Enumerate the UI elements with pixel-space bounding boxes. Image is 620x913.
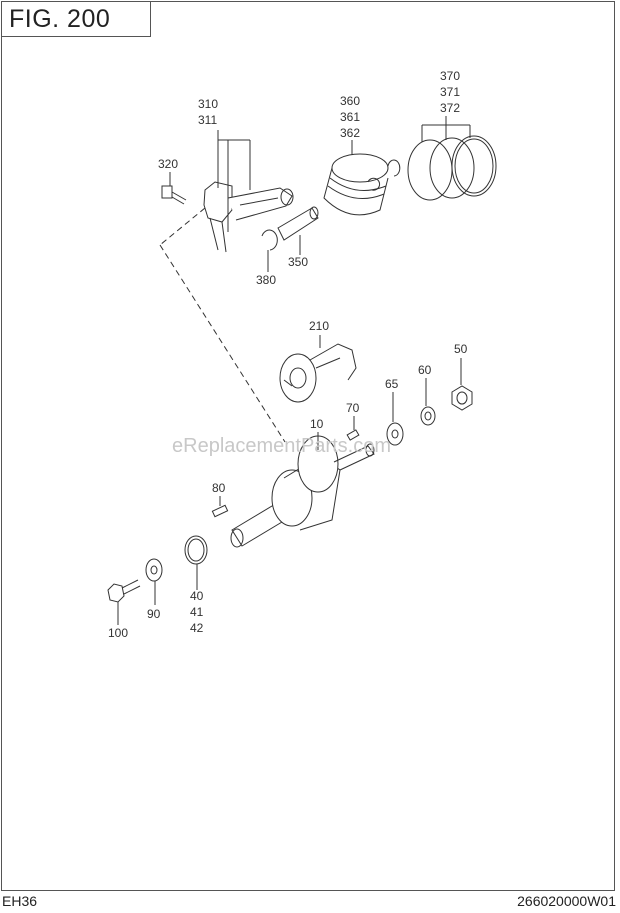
- callout-10: 10: [310, 417, 324, 431]
- callout-320: 320: [158, 157, 178, 171]
- assembly-line: [159, 244, 286, 443]
- connecting-rod-part[interactable]: [203, 181, 294, 253]
- drawing-number: 266020000W01: [517, 893, 616, 909]
- callout-41: 41: [190, 605, 204, 619]
- piston-pin-part[interactable]: [277, 206, 319, 241]
- callout-371: 371: [440, 85, 460, 99]
- callout-362: 362: [340, 126, 360, 140]
- balancer-part[interactable]: [279, 343, 357, 403]
- callout-60: 60: [418, 363, 432, 377]
- callout-65: 65: [385, 377, 399, 391]
- key-80-part[interactable]: [211, 504, 229, 518]
- callout-42: 42: [190, 621, 204, 635]
- callout-370: 370: [440, 69, 460, 83]
- piston-part[interactable]: [323, 153, 389, 216]
- model-label: EH36: [2, 893, 38, 909]
- callout-372: 372: [440, 101, 460, 115]
- oil-seal-part[interactable]: [184, 535, 208, 565]
- watermark-text: eReplacementParts.com: [172, 435, 391, 457]
- key-70-part[interactable]: [346, 429, 360, 441]
- callout-70: 70: [346, 401, 360, 415]
- callout-210: 210: [309, 319, 329, 333]
- nut-part[interactable]: [451, 385, 473, 411]
- washer-60-part[interactable]: [420, 406, 436, 426]
- figure-label: FIG. 200: [1, 1, 151, 37]
- snap-ring-part[interactable]: [261, 229, 278, 251]
- callout-350: 350: [288, 255, 308, 269]
- piston-rings-part[interactable]: [407, 135, 497, 201]
- callout-310: 310: [198, 97, 218, 111]
- crankshaft-part[interactable]: [230, 435, 375, 548]
- callout-90: 90: [147, 607, 161, 621]
- bolt-100-part[interactable]: [107, 579, 141, 603]
- callout-40: 40: [190, 589, 204, 603]
- callout-80: 80: [212, 481, 226, 495]
- callout-311: 311: [198, 113, 217, 127]
- snap-ring-part[interactable]: [387, 159, 401, 177]
- callout-100: 100: [108, 626, 128, 640]
- callout-380: 380: [256, 273, 276, 287]
- assembly-line: [159, 207, 206, 246]
- washer-90-part[interactable]: [145, 558, 163, 582]
- callout-50: 50: [454, 342, 468, 356]
- callout-361: 361: [340, 110, 360, 124]
- drawing-frame: [1, 1, 615, 891]
- callout-360: 360: [340, 94, 360, 108]
- bolt-320-part[interactable]: [161, 185, 187, 205]
- washer-65-part[interactable]: [386, 422, 404, 446]
